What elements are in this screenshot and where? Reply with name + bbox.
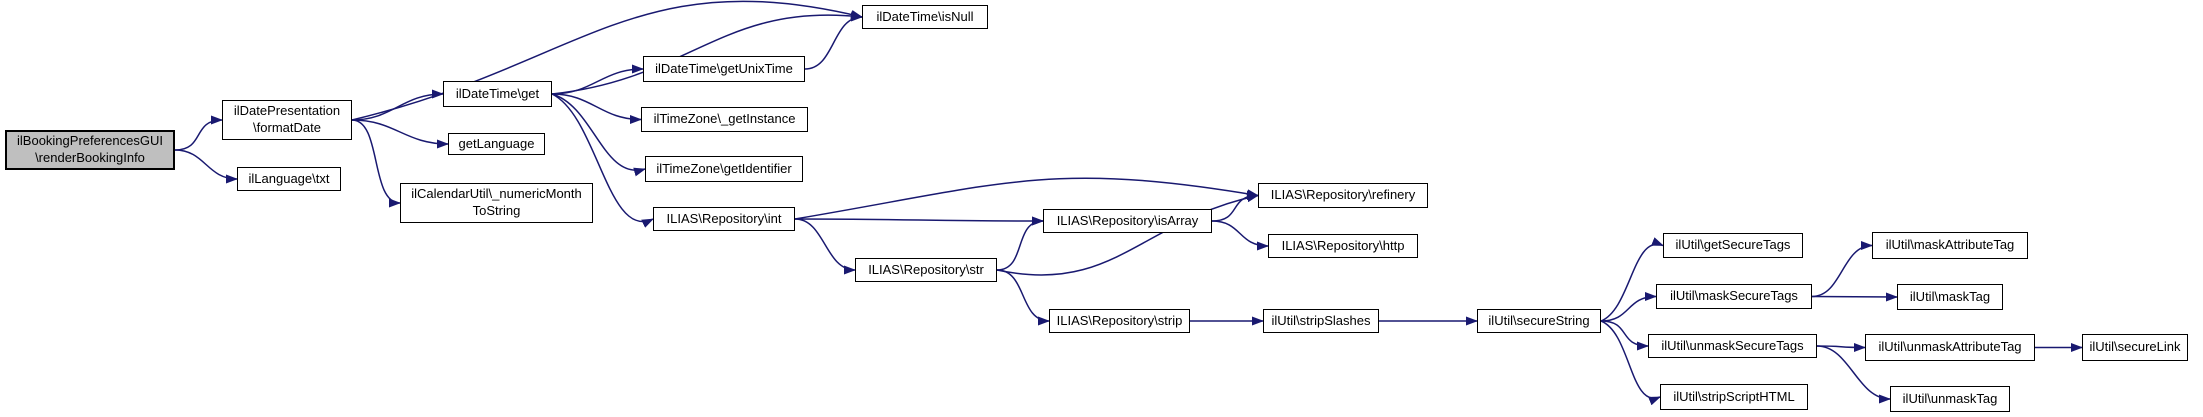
- edge-secure-string-to-unmask-secure-tags: [1600, 320, 1649, 351]
- node-datetime-is-null[interactable]: ilDateTime\isNull: [862, 5, 988, 29]
- node-repo-http[interactable]: ILIAS\Repository\http: [1268, 234, 1418, 258]
- node-mask-secure-tags[interactable]: ilUtil\maskSecureTags: [1656, 284, 1812, 309]
- edge-secure-string-to-get-secure-tags: [1600, 237, 1664, 322]
- edge-repo-int-to-repo-refinery: [794, 177, 1259, 220]
- edge-unmask-secure-tags-to-unmask-tag: [1816, 345, 1891, 404]
- edge-get-unix-time-to-datetime-is-null: [804, 12, 863, 70]
- node-secure-link[interactable]: ilUtil\secureLink: [2082, 334, 2188, 361]
- node-strip-script-html[interactable]: ilUtil\stripScriptHTML: [1660, 384, 1808, 410]
- edge-datetime-get-to-repo-int: [551, 93, 654, 228]
- edge-repo-str-to-repo-strip: [996, 269, 1050, 326]
- node-render-booking-info: ilBookingPreferencesGUI \renderBookingIn…: [5, 130, 175, 170]
- edge-group: [174, 0, 2083, 406]
- node-get-unix-time[interactable]: ilDateTime\getUnixTime: [643, 56, 805, 82]
- node-datetime-get[interactable]: ilDateTime\get: [443, 81, 552, 107]
- node-repo-is-array[interactable]: ILIAS\Repository\isArray: [1043, 209, 1212, 233]
- node-get-language[interactable]: getLanguage: [448, 133, 545, 155]
- node-mask-attribute-tag[interactable]: ilUtil\maskAttributeTag: [1872, 232, 2028, 259]
- node-repo-refinery[interactable]: ILIAS\Repository\refinery: [1258, 183, 1428, 208]
- edge-format-date-to-get-language: [351, 119, 449, 149]
- edge-format-date-to-numeric-month-to-string: [351, 119, 401, 208]
- edge-repo-is-array-to-repo-refinery: [1211, 191, 1259, 222]
- node-repo-str[interactable]: ILIAS\Repository\str: [855, 258, 997, 282]
- node-unmask-tag[interactable]: ilUtil\unmaskTag: [1890, 386, 2010, 412]
- edge-datetime-get-to-tz-get-identifier: [551, 93, 646, 177]
- node-language-txt[interactable]: ilLanguage\txt: [237, 167, 341, 191]
- node-numeric-month-to-string[interactable]: ilCalendarUtil\_numericMonth ToString: [400, 183, 593, 223]
- node-format-date[interactable]: ilDatePresentation \formatDate: [222, 100, 352, 140]
- edge-mask-secure-tags-to-mask-tag: [1811, 292, 1898, 302]
- node-repo-int[interactable]: ILIAS\Repository\int: [653, 207, 795, 231]
- node-tz-get-identifier[interactable]: ilTimeZone\getIdentifier: [645, 156, 803, 182]
- edge-secure-string-to-mask-secure-tags: [1600, 292, 1657, 322]
- node-get-secure-tags[interactable]: ilUtil\getSecureTags: [1663, 233, 1803, 258]
- node-mask-tag[interactable]: ilUtil\maskTag: [1897, 284, 2003, 310]
- edge-repo-int-to-repo-is-array: [794, 216, 1044, 226]
- edge-render-booking-info-to-language-txt: [174, 149, 238, 184]
- node-strip-slashes[interactable]: ilUtil\stripSlashes: [1263, 309, 1379, 333]
- edge-render-booking-info-to-format-date: [174, 115, 223, 151]
- edge-mask-secure-tags-to-mask-attribute-tag: [1811, 241, 1873, 298]
- node-repo-strip[interactable]: ILIAS\Repository\strip: [1049, 309, 1190, 333]
- edge-unmask-secure-tags-to-unmask-attribute-tag: [1816, 342, 1866, 352]
- node-secure-string[interactable]: ilUtil\secureString: [1477, 309, 1601, 333]
- edge-datetime-get-to-get-unix-time: [551, 64, 644, 95]
- edge-datetime-get-to-tz-get-instance: [551, 93, 642, 124]
- node-unmask-attribute-tag[interactable]: ilUtil\unmaskAttributeTag: [1865, 334, 2035, 361]
- node-unmask-secure-tags[interactable]: ilUtil\unmaskSecureTags: [1648, 334, 1817, 358]
- edge-secure-string-to-strip-script-html: [1600, 320, 1661, 406]
- edge-repo-int-to-repo-str: [794, 218, 856, 275]
- node-tz-get-instance[interactable]: ilTimeZone\_getInstance: [641, 107, 808, 132]
- edge-format-date-to-datetime-get: [351, 89, 444, 121]
- edge-repo-str-to-repo-is-array: [996, 216, 1044, 271]
- edge-repo-is-array-to-repo-http: [1211, 220, 1269, 251]
- edge-repo-str-to-repo-refinery: [996, 193, 1259, 276]
- edge-datetime-get-to-datetime-is-null: [551, 11, 863, 95]
